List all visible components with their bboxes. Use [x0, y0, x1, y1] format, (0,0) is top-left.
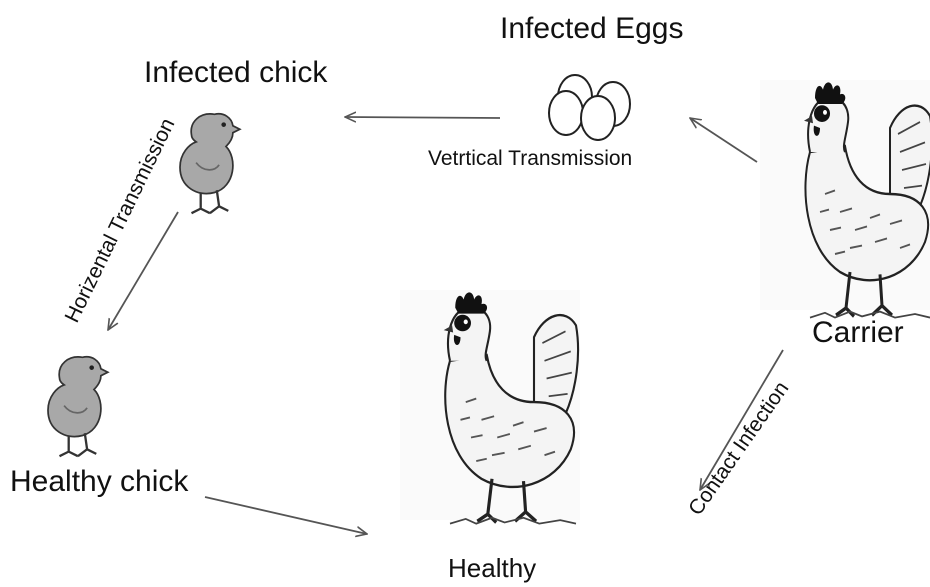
- arrow-healthy-chick-to-healthy: [205, 497, 367, 534]
- carrier-hen-icon: [760, 80, 930, 318]
- arrow-eggs-to-infected-chick: [345, 117, 500, 118]
- healthy-chick-icon: [48, 357, 108, 456]
- healthy-hen-icon: [400, 290, 580, 524]
- label-healthy: Healthy: [448, 555, 536, 581]
- infected-eggs-icon: [549, 75, 630, 140]
- label-infected-chick: Infected chick: [144, 58, 327, 88]
- arrow-carrier-to-eggs: [690, 118, 757, 162]
- label-healthy-chick: Healthy chick: [10, 467, 188, 497]
- label-infected-eggs: Infected Eggs: [500, 14, 683, 44]
- label-vertical-transmission: Vetrtical Transmission: [428, 148, 632, 169]
- label-carrier: Carrier: [812, 318, 904, 348]
- infected-chick-icon: [180, 114, 240, 213]
